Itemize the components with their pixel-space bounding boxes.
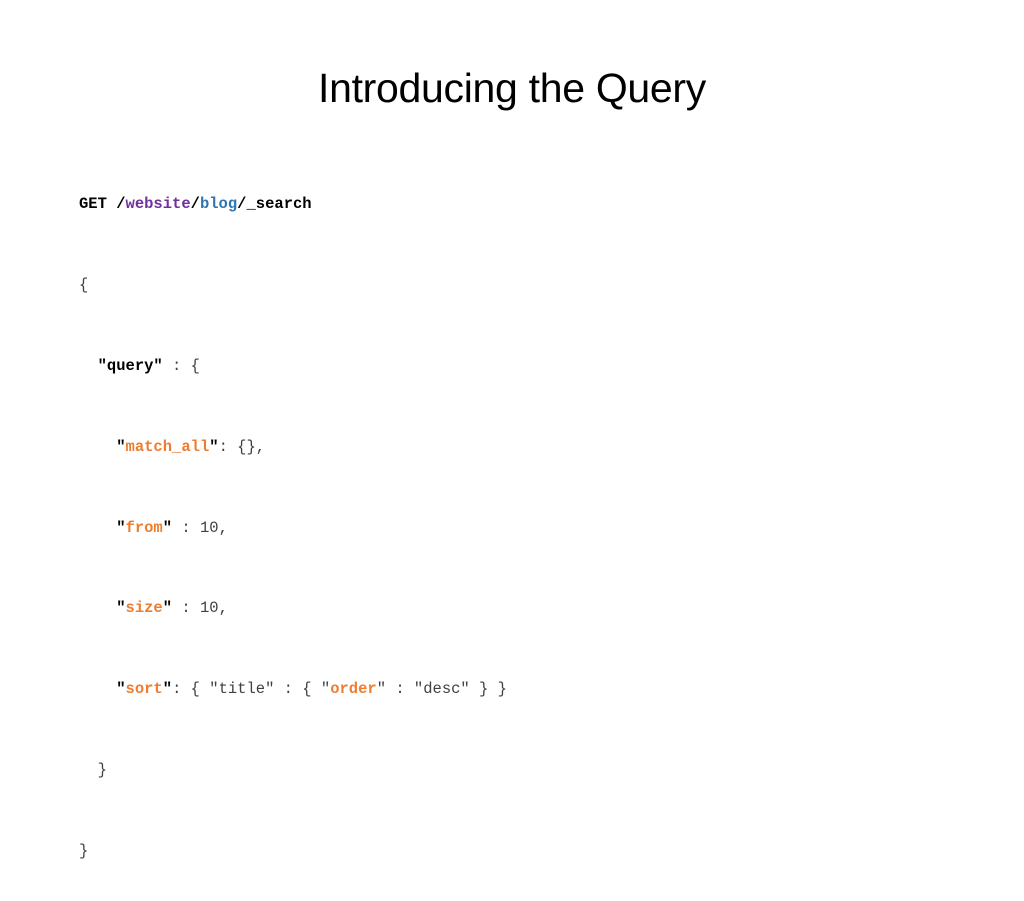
quote: " bbox=[116, 437, 126, 456]
indent bbox=[79, 680, 116, 698]
indent bbox=[79, 519, 116, 537]
quote: " bbox=[116, 599, 126, 618]
code-text: : {}, bbox=[218, 437, 266, 456]
code-text: : { bbox=[162, 356, 200, 375]
code-line-open-brace: { bbox=[79, 275, 89, 294]
code-line-match-all: "match_all": {}, bbox=[79, 434, 507, 461]
indent bbox=[79, 357, 98, 375]
slide: Introducing the Query GET /website/blog/… bbox=[79, 65, 707, 861]
sort-key: sort bbox=[125, 680, 163, 699]
code-text: " : "desc" } } bbox=[376, 680, 507, 699]
from-key: from bbox=[125, 518, 163, 537]
type-name: blog bbox=[199, 195, 238, 213]
slide-title: Introducing the Query bbox=[318, 65, 706, 111]
code-text: : { "title" : { " bbox=[172, 680, 331, 699]
index-name: website bbox=[125, 195, 191, 213]
quote: " bbox=[209, 437, 219, 456]
code-text: : 10, bbox=[172, 599, 228, 618]
quote: " bbox=[162, 680, 173, 699]
code-block: GET /website/blog/_search { "query" : { … bbox=[79, 155, 507, 901]
order-key: order bbox=[330, 680, 377, 699]
path-separator: / bbox=[106, 195, 126, 213]
code-line-request: GET /website/blog/_search bbox=[79, 191, 507, 218]
http-method: GET bbox=[79, 195, 107, 213]
match-all-key: match_all bbox=[125, 437, 210, 456]
code-line-size: "size" : 10, bbox=[79, 595, 507, 622]
code-line-sort: "sort": { "title" : { "order" : "desc" }… bbox=[79, 676, 507, 703]
code-line-close-brace: } bbox=[79, 842, 89, 861]
size-key: size bbox=[125, 599, 163, 618]
quote: " bbox=[116, 680, 126, 699]
indent bbox=[79, 599, 116, 617]
quote: " bbox=[162, 599, 173, 618]
path-separator: / bbox=[237, 195, 247, 213]
query-key: "query" bbox=[97, 356, 163, 375]
code-line-query: "query" : { bbox=[79, 353, 507, 380]
code-text: : 10, bbox=[172, 518, 228, 537]
quote: " bbox=[116, 518, 126, 537]
code-line-from: "from" : 10, bbox=[79, 515, 507, 542]
indent bbox=[79, 438, 116, 456]
path-separator: / bbox=[190, 195, 200, 213]
quote: " bbox=[162, 518, 173, 537]
endpoint-name: _search bbox=[246, 195, 312, 213]
code-line-close-brace-inner: } bbox=[79, 761, 107, 780]
